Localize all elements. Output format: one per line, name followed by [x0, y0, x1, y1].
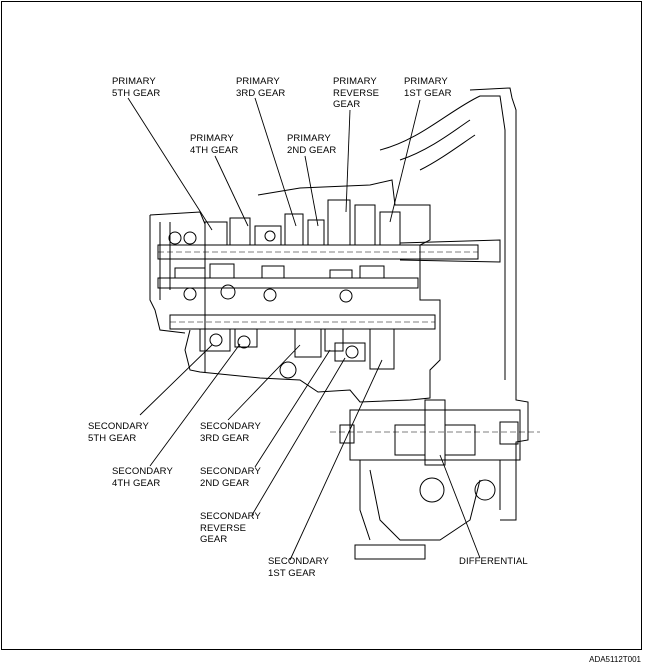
clutch-housing-outline	[469, 87, 529, 521]
label-differential: DIFFERENTIAL	[459, 556, 528, 567]
label-secondary-3rd-gear: SECONDARY 3RD GEAR	[200, 421, 261, 444]
middle-gear-set	[174, 263, 385, 303]
label-primary-5th-gear: PRIMARY 5TH GEAR	[112, 76, 161, 99]
end-cover-outline	[149, 211, 206, 372]
primary-gear-set	[168, 199, 401, 246]
label-primary-1st-gear: PRIMARY 1ST GEAR	[404, 76, 452, 99]
housing-inner-curve	[379, 95, 506, 380]
transmission-case-outline	[184, 179, 441, 403]
label-secondary-2nd-gear: SECONDARY 2ND GEAR	[200, 466, 261, 489]
figure-frame	[1, 1, 642, 650]
figure-code: ADA5112T001	[589, 655, 641, 664]
label-secondary-1st-gear: SECONDARY 1ST GEAR	[268, 556, 329, 579]
idler-shaft	[157, 277, 419, 289]
label-primary-reverse-gear: PRIMARY REVERSE GEAR	[333, 76, 380, 110]
label-secondary-reverse-gear: SECONDARY REVERSE GEAR	[200, 511, 261, 545]
leader-lines	[127, 97, 481, 561]
label-secondary-4th-gear: SECONDARY 4TH GEAR	[112, 466, 173, 489]
label-primary-3rd-gear: PRIMARY 3RD GEAR	[236, 76, 286, 99]
label-primary-4th-gear: PRIMARY 4TH GEAR	[190, 133, 239, 156]
secondary-gear-set	[199, 328, 395, 379]
label-secondary-5th-gear: SECONDARY 5TH GEAR	[88, 421, 149, 444]
label-primary-2nd-gear: PRIMARY 2ND GEAR	[287, 133, 337, 156]
